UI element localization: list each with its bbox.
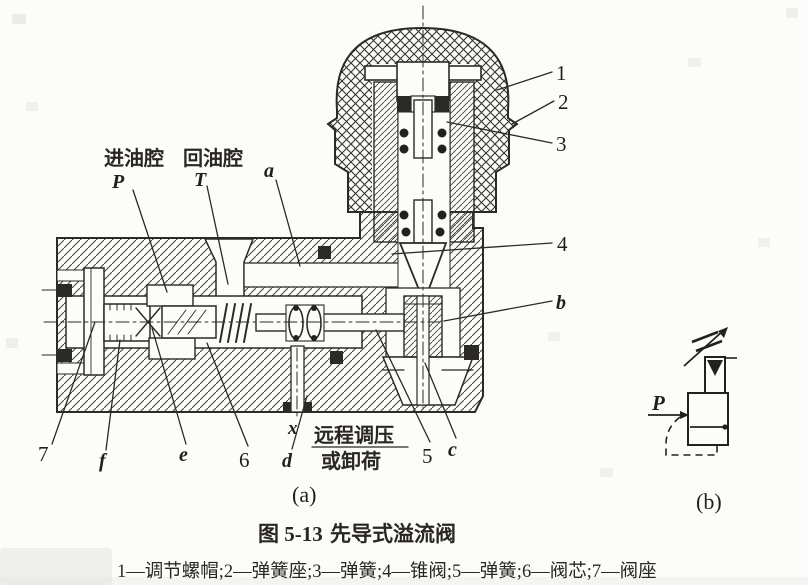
passage-f-label: f <box>99 450 108 472</box>
passage-e-label: e <box>179 444 188 466</box>
pilot-spring <box>399 128 447 237</box>
parts-legend: 1—调节螺帽;2—弹簧座;3—弹簧;4—锥阀;5—弹簧;6—阀芯;7—阀座 <box>117 561 657 582</box>
hydraulic-symbol: P (b) <box>648 327 737 514</box>
part-1-label: 1 <box>556 61 567 85</box>
caption-number: 图 5-13 <box>258 522 323 546</box>
symbol-pilot-box <box>704 356 726 394</box>
spring-seat-right <box>435 96 449 112</box>
orifice-ring-seals <box>293 305 317 341</box>
part-3-label: 3 <box>556 132 567 156</box>
part-7-label: 7 <box>38 442 49 466</box>
orifice-pocket <box>285 304 325 342</box>
leader-lines <box>51 71 555 451</box>
inlet-chamber-label: 进油腔 <box>104 146 164 170</box>
symbol-poppet <box>707 360 723 376</box>
end-bolt-bottom <box>57 349 72 362</box>
subfigure-a-label: (a) <box>292 482 316 507</box>
symbol-adjust-arrow <box>683 327 728 367</box>
part-4-label: 4 <box>557 232 568 256</box>
port-x-label: x <box>287 418 298 439</box>
seal-rings <box>318 246 479 364</box>
end-counterbore-top <box>56 269 85 282</box>
symbol-pilot-line <box>665 416 718 456</box>
remote-note-line1: 远程调压 <box>314 424 394 447</box>
spring-seat-left <box>397 96 411 112</box>
part-5-label: 5 <box>422 444 433 468</box>
spool-upper-land <box>146 284 194 307</box>
return-chamber-label: 回油腔 <box>183 146 243 170</box>
subfigure-b-label: (b) <box>696 489 722 514</box>
remote-note-line2: 或卸荷 <box>321 449 381 473</box>
centerlines <box>43 5 441 421</box>
caption-title: 先导式溢流阀 <box>330 522 456 546</box>
passage-b-label: b <box>556 292 566 314</box>
passage-a-label: a <box>264 160 274 182</box>
symbol-port-p-label: P <box>651 391 665 415</box>
passage-c-label: c <box>448 439 457 461</box>
part-2-label: 2 <box>558 90 569 114</box>
scan-noise <box>0 8 808 585</box>
inlet-port-label: P <box>111 171 125 193</box>
return-port-label: T <box>194 169 207 191</box>
passage-d-label: d <box>282 450 293 472</box>
symbol-spring <box>691 330 723 353</box>
main-spring <box>219 303 252 343</box>
pilot-sleeve-left <box>373 81 399 243</box>
plug-threads <box>109 303 132 342</box>
section-view: 进油腔 P 回油腔 T a 1 2 3 4 b 7 f e 6 d x 5 c … <box>38 5 569 507</box>
part-6-label: 6 <box>239 448 250 472</box>
pilot-sleeve-right <box>449 81 475 243</box>
caption-block: 图 5-13 先导式溢流阀 1—调节螺帽;2—弹簧座;3—弹簧;4—锥阀;5—弹… <box>117 522 657 582</box>
end-bolt-top <box>57 284 72 297</box>
